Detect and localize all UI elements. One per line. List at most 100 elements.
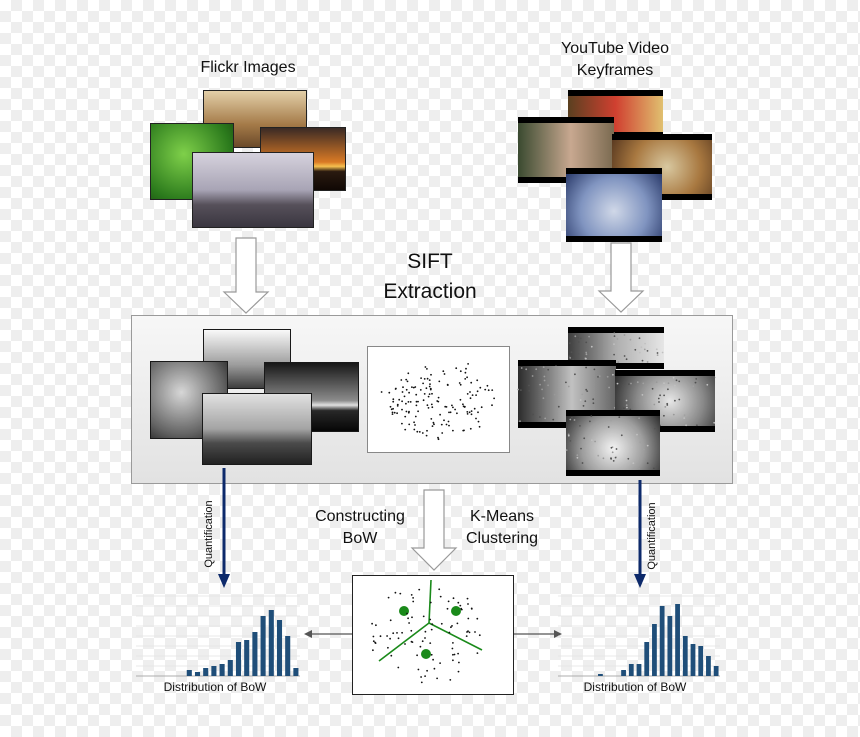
sift-feature-dot bbox=[577, 341, 580, 343]
cluster-point bbox=[458, 661, 460, 664]
keypoint-dot bbox=[413, 421, 415, 424]
sift-feature-dot bbox=[641, 359, 644, 362]
cluster-point bbox=[387, 646, 389, 649]
cluster-point bbox=[452, 659, 454, 662]
sift-feature-dot bbox=[528, 389, 531, 392]
sift-feature-dot bbox=[520, 367, 523, 369]
keypoint-dot bbox=[467, 363, 469, 365]
keypoint-dot bbox=[425, 434, 428, 437]
cluster-point bbox=[416, 654, 418, 657]
keypoint-dot bbox=[459, 383, 462, 386]
keypoint-dot bbox=[448, 424, 450, 427]
sift-feature-dot bbox=[696, 424, 698, 427]
sift-feature-dot bbox=[585, 351, 588, 354]
sift-feature-dot bbox=[592, 398, 595, 401]
keypoint-dot bbox=[447, 420, 450, 423]
keypoint-dot bbox=[426, 429, 428, 432]
keypoint-dot bbox=[462, 429, 465, 432]
keypoint-dot bbox=[413, 428, 416, 431]
bow-histogram-left-bar bbox=[227, 660, 233, 676]
cluster-point bbox=[417, 668, 420, 671]
keypoint-dot bbox=[394, 388, 397, 390]
keypoint-dot bbox=[433, 423, 435, 426]
sift-feature-dot bbox=[613, 343, 615, 345]
sift-feature-dot bbox=[656, 352, 659, 354]
sift-feature-dot bbox=[638, 351, 641, 354]
sift-feature-dot bbox=[643, 348, 646, 351]
sift-feature-dot bbox=[612, 373, 614, 376]
sift-feature-dot bbox=[661, 351, 664, 354]
sift-feature-dot bbox=[646, 350, 649, 352]
keypoint-dot bbox=[455, 367, 458, 370]
keypoint-dot bbox=[431, 392, 433, 395]
sift-feature-dot bbox=[685, 424, 687, 427]
cluster-point bbox=[420, 676, 422, 678]
sift-feature-dot bbox=[525, 368, 528, 371]
keypoint-dot bbox=[443, 419, 445, 422]
cluster-point bbox=[407, 617, 409, 620]
cluster-point bbox=[411, 616, 413, 619]
youtube-frame-cup bbox=[566, 168, 662, 242]
keypoint-dot bbox=[464, 371, 467, 374]
keypoint-dot bbox=[429, 383, 431, 385]
sift-feature-dot bbox=[653, 427, 656, 430]
keypoint-dot bbox=[404, 428, 407, 431]
kmeans-line1: K-Means bbox=[469, 508, 535, 525]
sift-feature-dot bbox=[683, 417, 686, 419]
cluster-point bbox=[439, 662, 441, 664]
cluster-point bbox=[453, 653, 456, 656]
cluster-point bbox=[422, 615, 425, 618]
keypoint-dot bbox=[477, 420, 480, 423]
keypoint-dot bbox=[436, 400, 439, 402]
sift-feature-dot bbox=[573, 419, 576, 421]
cluster-point bbox=[452, 642, 454, 644]
keypoint-dot bbox=[392, 407, 394, 410]
cluster-centroid-1 bbox=[399, 606, 409, 616]
cluster-point bbox=[465, 635, 468, 637]
quantification-arrow-left bbox=[218, 468, 230, 588]
sift-feature-dot bbox=[611, 451, 614, 454]
keypoint-dot bbox=[391, 413, 394, 415]
cluster-point bbox=[424, 637, 426, 639]
keypoint-dot bbox=[477, 411, 479, 414]
cluster-point bbox=[371, 622, 373, 625]
cluster-boundary-top bbox=[428, 579, 432, 624]
sift-feature-dot bbox=[623, 355, 626, 357]
sift-feature-dot bbox=[629, 408, 632, 411]
keypoint-dot bbox=[441, 432, 444, 434]
sift-feature-dot bbox=[591, 439, 593, 442]
cluster-point bbox=[433, 667, 436, 670]
bow-histogram-right-bar bbox=[659, 606, 665, 676]
sift-feature-dot bbox=[625, 399, 628, 402]
sift-feature-dot bbox=[565, 449, 568, 451]
keypoint-dot bbox=[422, 382, 424, 385]
sift-feature-dot bbox=[632, 462, 635, 465]
keypoint-dot bbox=[396, 412, 398, 415]
sift-feature-dot bbox=[629, 338, 632, 341]
cluster-centroid-2 bbox=[451, 606, 461, 616]
cluster-point bbox=[394, 591, 397, 594]
sift-feature-dot bbox=[579, 425, 581, 427]
keypoint-dot bbox=[426, 377, 429, 380]
keypoint-dot bbox=[431, 406, 434, 409]
sift-feature-dot bbox=[585, 388, 588, 391]
bow-histogram-left-bar bbox=[268, 610, 274, 676]
keypoint-dot bbox=[392, 400, 395, 403]
sift-feature-dot bbox=[638, 467, 640, 470]
sift-feature-dot bbox=[579, 337, 582, 340]
bow-histogram-left-bar bbox=[285, 636, 291, 676]
keypoint-dot bbox=[405, 402, 407, 405]
sift-feature-dot bbox=[572, 358, 574, 361]
cluster-point bbox=[424, 675, 426, 677]
sift-feature-dot bbox=[655, 348, 658, 351]
sift-feature-dot bbox=[531, 375, 534, 377]
sift-feature-dot bbox=[579, 399, 582, 401]
sift-feature-dot bbox=[612, 460, 615, 462]
sift-feature-dot bbox=[695, 378, 698, 380]
bow-histogram-right-bar bbox=[706, 656, 711, 676]
keypoint-dot bbox=[416, 430, 419, 433]
sift-feature-dot bbox=[623, 334, 626, 336]
sift-feature-dot bbox=[639, 441, 642, 444]
keypoint-dot bbox=[486, 384, 489, 387]
sift-feature-dot bbox=[541, 388, 543, 391]
